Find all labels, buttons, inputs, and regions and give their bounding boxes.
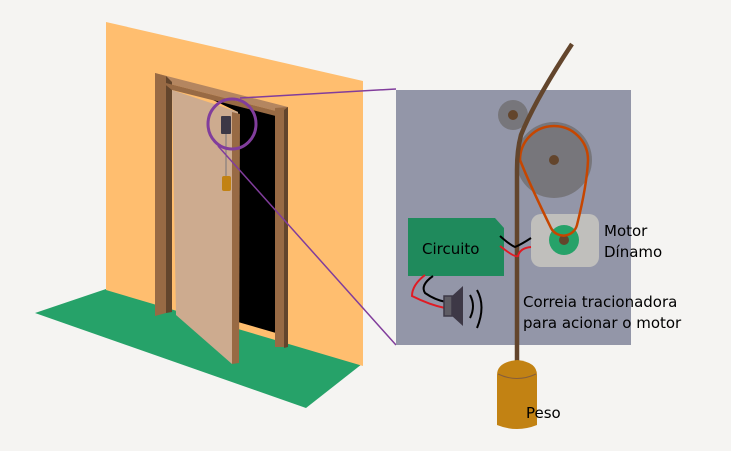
door-frame-left	[155, 73, 166, 316]
rope	[514, 42, 574, 370]
drive-pulley-axle	[549, 155, 559, 165]
weight-label: Peso	[526, 404, 561, 422]
callout-line-bottom	[217, 145, 397, 346]
wire-black-motor	[499, 235, 532, 249]
circuit-board	[408, 218, 504, 276]
door-frame-top	[155, 73, 288, 114]
door-panel	[172, 90, 238, 364]
mechanism-detail: Circuito Motor Dínamo Correia tracionado…	[396, 42, 682, 370]
door-scene	[35, 22, 363, 408]
motor-axle	[559, 235, 569, 245]
motor-label: Motor	[604, 222, 648, 240]
mini-device-icon	[221, 116, 231, 134]
drive-belt	[518, 124, 590, 237]
belt-label-line2: para acionar o motor	[523, 314, 682, 332]
doorway	[213, 100, 276, 333]
highlight-circle	[206, 97, 258, 151]
floor	[35, 289, 362, 408]
mini-weight-icon	[222, 176, 231, 191]
callout-line-top	[239, 88, 397, 99]
wire-red-speaker	[410, 274, 446, 309]
door-frame-right-shadow	[284, 107, 288, 348]
weight: Peso	[497, 360, 561, 429]
circuit-label: Circuito	[422, 240, 479, 258]
door-frame-left-shadow	[166, 76, 172, 313]
idler-axle	[508, 110, 518, 120]
weight-rim	[497, 373, 537, 379]
door-edge	[232, 112, 240, 364]
wire-red-motor	[499, 245, 532, 258]
dynamo-label: Dínamo	[604, 243, 662, 261]
belt-label-line1: Correia tracionadora	[523, 293, 677, 311]
speaker-icon	[443, 286, 483, 329]
wire-black-speaker	[422, 275, 447, 303]
